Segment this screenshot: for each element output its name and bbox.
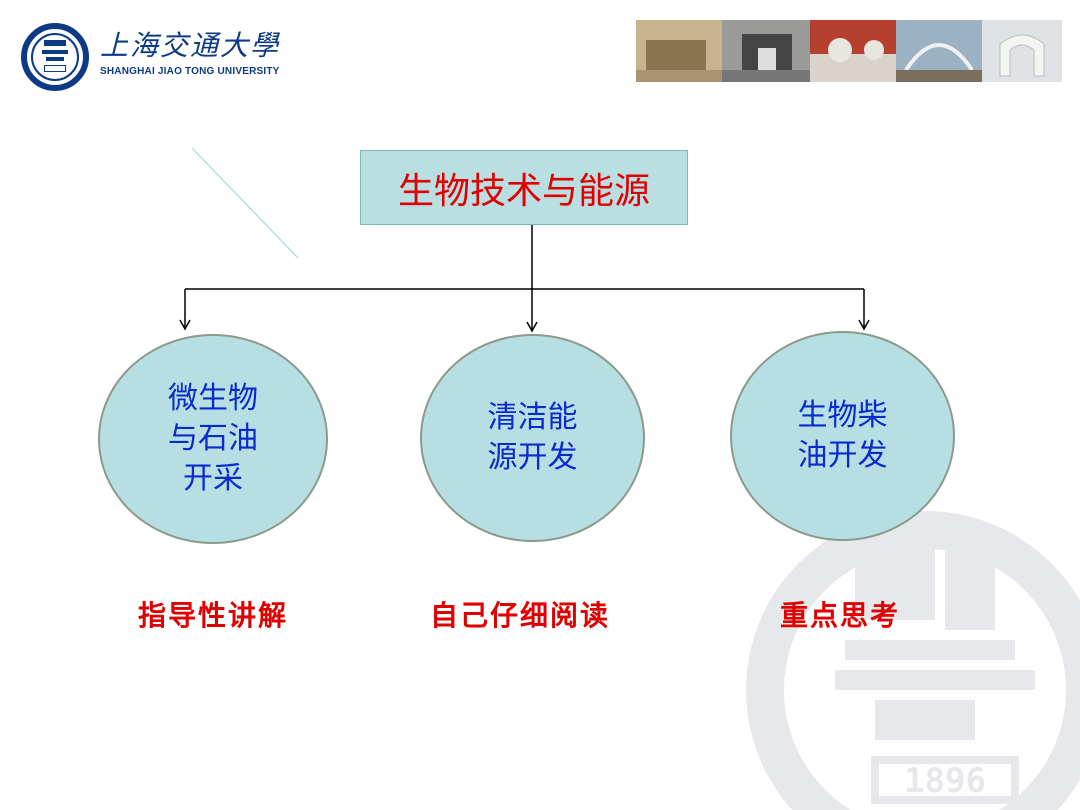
campus-photo-1	[636, 20, 722, 82]
sjtu-seal-icon	[21, 23, 89, 91]
university-name-cn: 上海交通大學	[100, 29, 281, 62]
arrow-down-icon	[179, 319, 191, 331]
child-node-1: 微生物 与石油 开采	[98, 334, 328, 544]
campus-photo-5	[982, 20, 1062, 82]
campus-photo-2	[722, 20, 810, 82]
child-node-2: 清洁能 源开发	[420, 334, 645, 542]
caption-3: 重点思考	[780, 599, 901, 632]
child-node-label: 清洁能 源开发	[487, 400, 578, 475]
campus-photo-strip	[636, 20, 1062, 82]
watermark-seal-icon: 1896	[746, 511, 1080, 810]
watermark-year: 1896	[904, 761, 986, 801]
root-node: 生物技术与能源	[360, 150, 688, 225]
campus-photo-4	[896, 20, 982, 82]
child-node-3: 生物柴 油开发	[730, 331, 955, 541]
child-node-label: 微生物 与石油 开采	[168, 381, 258, 496]
header: 上海交通大學 SHANGHAI JIAO TONG UNIVERSITY	[0, 0, 1080, 110]
caption-1: 指导性讲解	[138, 599, 289, 632]
caption-2: 自己仔细阅读	[430, 599, 611, 632]
child-node-label: 生物柴 油开发	[797, 398, 888, 473]
university-name-en: SHANGHAI JIAO TONG UNIVERSITY	[100, 66, 280, 77]
campus-photo-3	[810, 20, 896, 82]
arrow-down-icon	[858, 319, 870, 331]
arrow-down-icon	[526, 321, 538, 333]
